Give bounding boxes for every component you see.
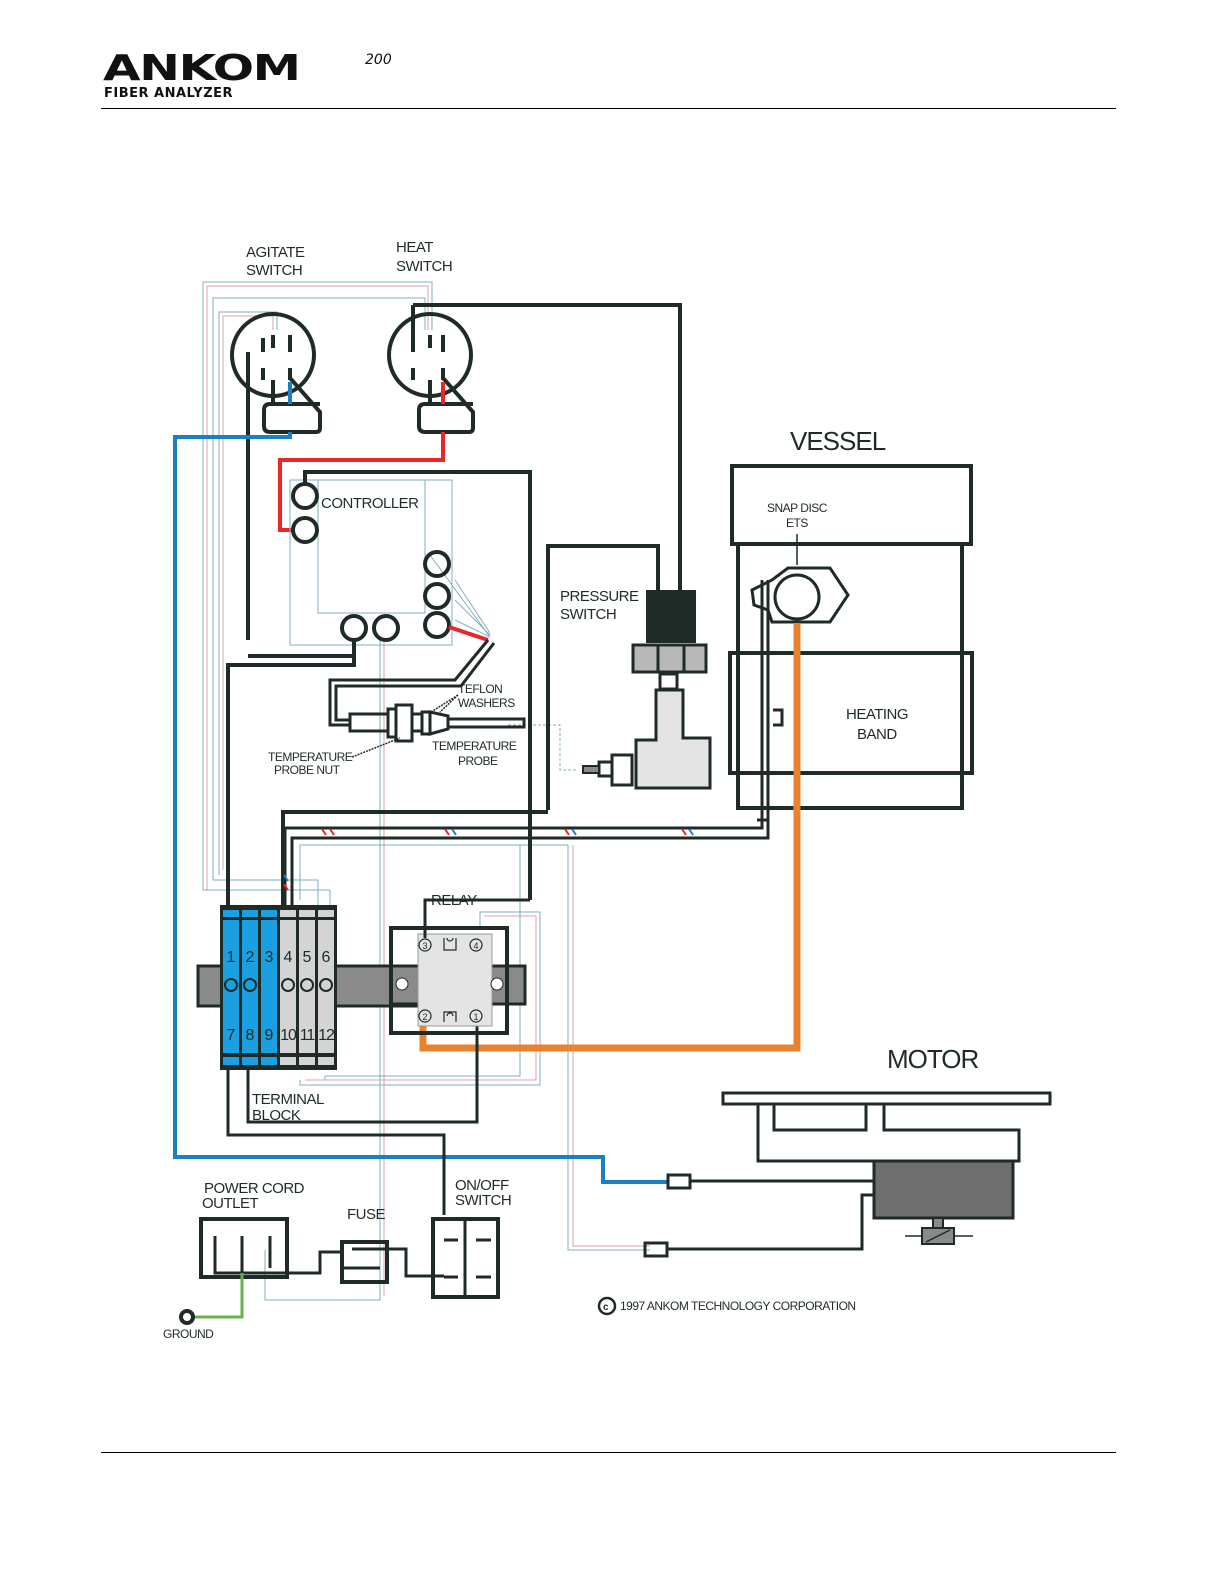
power-cord-outlet-label-2: OUTLET xyxy=(202,1195,259,1212)
terminal-block-label-1: TERMINAL xyxy=(252,1091,324,1108)
terminal-block-label-2: BLOCK xyxy=(252,1107,301,1124)
fuse-label: FUSE xyxy=(347,1206,386,1223)
terminal-number-bottom: 8 xyxy=(246,1027,255,1044)
temperature-probe-label-1: TEMPERATURE xyxy=(432,739,517,753)
power-cord-outlet-label-1: POWER CORD xyxy=(204,1180,305,1197)
header-rule xyxy=(101,108,1116,109)
terminal-number-bottom: 12 xyxy=(318,1027,335,1044)
agitate-switch-label-2: SWITCH xyxy=(246,262,302,279)
temperature-probe-label-2: PROBE xyxy=(458,754,498,768)
terminal-number-bottom: 10 xyxy=(280,1027,297,1044)
terminal-number-top: 3 xyxy=(265,949,274,966)
power-cord-outlet[interactable] xyxy=(179,1217,340,1325)
terminal-number-top: 4 xyxy=(284,949,293,966)
pressure-switch[interactable] xyxy=(281,544,712,905)
ground-label: GROUND xyxy=(163,1327,214,1341)
on-off-switch-label-1: ON/OFF xyxy=(455,1177,509,1194)
relay-terminal-2: 2 xyxy=(422,1012,427,1022)
teflon-washers-label-1: TEFLON xyxy=(458,682,502,696)
svg-text:c: c xyxy=(603,1302,609,1313)
terminal-number-top: 2 xyxy=(246,949,255,966)
agitate-switch[interactable] xyxy=(230,312,322,640)
white-wire-traces xyxy=(202,281,650,1301)
snap-disc-label-2: ETS xyxy=(786,516,808,530)
blue-wire xyxy=(173,432,668,1184)
terminal-number-top: 6 xyxy=(322,949,331,966)
vessel-label: VESSEL xyxy=(790,426,886,456)
logo-superscript: 200 xyxy=(365,52,392,68)
snap-disc-label-1: SNAP DISC xyxy=(767,501,828,515)
terminal-number-top: 1 xyxy=(227,949,236,966)
cable-markers xyxy=(283,828,694,891)
agitate-switch-label-1: AGITATE xyxy=(246,244,305,261)
heat-switch-label-2: SWITCH xyxy=(396,258,452,275)
heating-band-label-2: BAND xyxy=(857,726,897,743)
controller-label: CONTROLLER xyxy=(321,495,419,512)
heat-switch[interactable] xyxy=(278,303,682,590)
relay-terminal-1: 1 xyxy=(473,1012,478,1022)
controller[interactable] xyxy=(226,470,532,905)
on-off-switch[interactable] xyxy=(431,1217,500,1299)
motor-label: MOTOR xyxy=(887,1044,979,1074)
pressure-switch-label-2: SWITCH xyxy=(560,606,616,623)
terminal-number-top: 5 xyxy=(303,949,312,966)
copyright: c 1997 ANKOM TECHNOLOGY CORPORATION xyxy=(597,1296,856,1316)
vessel-cable xyxy=(283,815,764,905)
fuse[interactable] xyxy=(340,1240,444,1284)
teflon-washers-label-2: WASHERS xyxy=(458,696,515,710)
ankom-logo: ANKOM 200 FIBER ANALYZER xyxy=(103,51,392,102)
terminal-number-bottom: 7 xyxy=(227,1027,236,1044)
probe-nut-label-2: PROBE NUT xyxy=(274,763,341,777)
terminal-number-bottom: 9 xyxy=(265,1027,274,1044)
terminal-number-bottom: 11 xyxy=(300,1027,316,1044)
heating-band-label-1: HEATING xyxy=(846,706,908,723)
probe-nut-label-1: TEMPERATURE xyxy=(268,750,353,764)
copyright-text: 1997 ANKOM TECHNOLOGY CORPORATION xyxy=(620,1299,856,1313)
relay-label: RELAY xyxy=(431,892,477,909)
motor[interactable] xyxy=(643,1091,1052,1258)
relay-terminal-3: 3 xyxy=(422,941,427,951)
temperature-probe[interactable] xyxy=(328,639,526,758)
logo-subtitle: FIBER ANALYZER xyxy=(104,86,234,101)
relay-terminal-4: 4 xyxy=(473,941,478,951)
on-off-switch-label-2: SWITCH xyxy=(455,1192,511,1209)
footer-rule xyxy=(101,1452,1116,1453)
copyright-icon xyxy=(597,1296,617,1316)
logo-text: ANKOM xyxy=(103,48,301,89)
heat-switch-label-1: HEAT xyxy=(396,239,433,256)
pressure-switch-label-1: PRESSURE xyxy=(560,588,639,605)
relay[interactable]: 3 4 2 1 xyxy=(389,898,530,1035)
